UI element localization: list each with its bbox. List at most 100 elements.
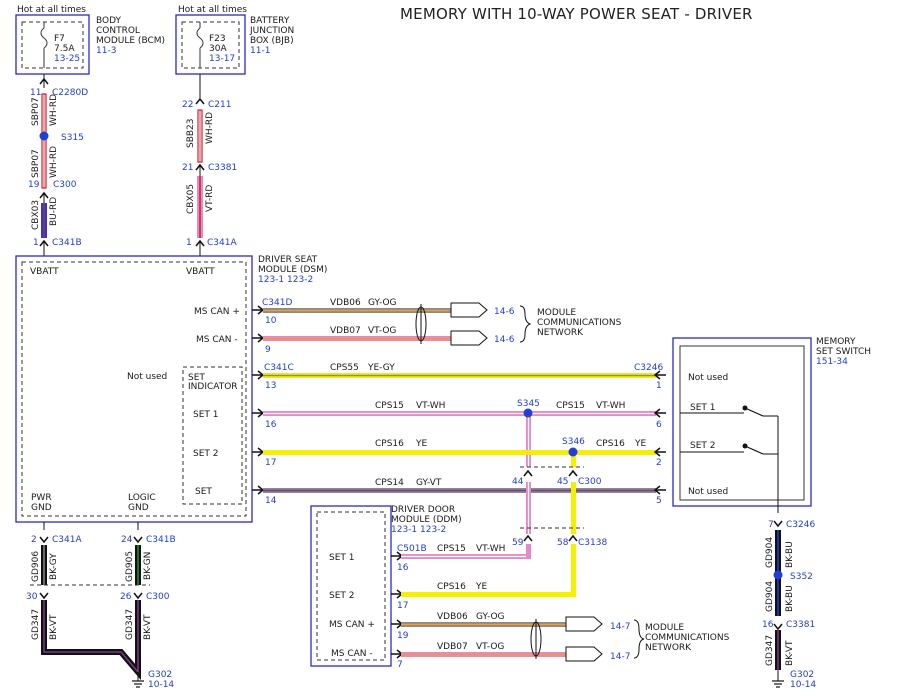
splice-s315 <box>39 131 49 141</box>
svg-text:GY-OG: GY-OG <box>368 298 397 308</box>
svg-text:10: 10 <box>265 316 277 326</box>
svg-text:2: 2 <box>31 535 37 545</box>
svg-text:17: 17 <box>397 601 408 611</box>
svg-text:YE: YE <box>475 582 487 592</box>
svg-text:BK-VT: BK-VT <box>785 640 795 666</box>
svg-text:1: 1 <box>656 381 662 391</box>
svg-text:SBB23: SBB23 <box>186 118 196 148</box>
svg-text:GD347: GD347 <box>31 609 41 640</box>
svg-text:SET 1: SET 1 <box>329 553 354 563</box>
svg-text:SET SWITCH: SET SWITCH <box>816 347 871 357</box>
svg-text:SET 1: SET 1 <box>690 403 715 413</box>
svg-text:VT-WH: VT-WH <box>416 401 445 411</box>
fuse-icon <box>196 27 204 49</box>
svg-text:2: 2 <box>656 458 662 468</box>
svg-text:WH-RD: WH-RD <box>205 112 215 144</box>
svg-text:C501B: C501B <box>397 544 427 554</box>
svg-text:S345: S345 <box>517 399 540 409</box>
svg-text:VDB06: VDB06 <box>437 612 468 622</box>
svg-text:MODULE (BCM): MODULE (BCM) <box>96 36 165 46</box>
svg-text:C300: C300 <box>146 592 170 602</box>
svg-text:21: 21 <box>182 163 193 173</box>
diagram-title: MEMORY WITH 10-WAY POWER SEAT - DRIVER <box>400 5 753 23</box>
svg-text:GD347: GD347 <box>125 609 135 640</box>
svg-text:11-3: 11-3 <box>96 46 116 56</box>
svg-text:CPS15: CPS15 <box>375 401 404 411</box>
svg-text:17: 17 <box>265 458 276 468</box>
svg-text:19: 19 <box>28 180 40 190</box>
svg-text:123-1 123-2: 123-1 123-2 <box>258 275 313 285</box>
svg-text:CPS15: CPS15 <box>556 401 585 411</box>
svg-text:10-14: 10-14 <box>790 680 816 690</box>
svg-text:VBATT: VBATT <box>30 267 59 277</box>
fuse-icon <box>40 27 48 49</box>
svg-text:GY-VT: GY-VT <box>416 478 442 488</box>
svg-text:VT-RD: VT-RD <box>205 185 215 212</box>
svg-text:13-17: 13-17 <box>209 54 235 64</box>
svg-text:BATTERY: BATTERY <box>250 16 290 26</box>
ground-wire-dsm <box>30 522 150 688</box>
svg-text:C2280D: C2280D <box>52 88 88 98</box>
svg-text:PWR: PWR <box>31 493 52 503</box>
svg-text:GD904: GD904 <box>765 537 775 568</box>
svg-text:24: 24 <box>121 535 133 545</box>
svg-text:C341C: C341C <box>264 363 294 373</box>
svg-text:BK-VT: BK-VT <box>143 614 153 640</box>
svg-text:GD905: GD905 <box>125 551 135 582</box>
svg-text:VT-WH: VT-WH <box>596 401 625 411</box>
svg-text:G302: G302 <box>148 670 172 680</box>
svg-text:CPS55: CPS55 <box>330 363 359 373</box>
svg-text:14-7: 14-7 <box>610 652 630 662</box>
svg-text:BOX (BJB): BOX (BJB) <box>250 36 294 46</box>
switch-contacts <box>680 405 779 506</box>
svg-text:F7: F7 <box>54 34 65 44</box>
svg-text:F23: F23 <box>209 34 226 44</box>
twisted-pair-icon <box>530 619 542 659</box>
svg-text:C3246: C3246 <box>786 520 815 530</box>
svg-text:7.5A: 7.5A <box>54 44 75 54</box>
bjb-feed-wire <box>195 74 205 256</box>
svg-text:YE-GY: YE-GY <box>367 363 395 373</box>
svg-text:CBX05: CBX05 <box>186 184 196 214</box>
memory-set-switch-box <box>672 337 812 507</box>
svg-text:14-7: 14-7 <box>610 622 630 632</box>
svg-text:WH-RD: WH-RD <box>49 146 59 178</box>
svg-text:DRIVER SEAT: DRIVER SEAT <box>258 255 318 265</box>
splice-s346 <box>568 447 578 457</box>
svg-text:GD347: GD347 <box>765 635 775 666</box>
svg-text:G302: G302 <box>790 670 814 680</box>
svg-text:NETWORK: NETWORK <box>645 643 692 653</box>
svg-text:VDB07: VDB07 <box>330 326 361 336</box>
svg-text:30: 30 <box>26 592 38 602</box>
svg-text:C3381: C3381 <box>208 163 237 173</box>
svg-text:VT-OG: VT-OG <box>368 326 396 336</box>
svg-text:VT-WH: VT-WH <box>476 544 505 554</box>
svg-text:Not used: Not used <box>127 372 167 382</box>
svg-text:22: 22 <box>182 100 193 110</box>
bjb-fuse-box <box>175 14 246 75</box>
svg-text:CPS14: CPS14 <box>375 478 404 488</box>
svg-text:YE: YE <box>415 439 427 449</box>
svg-text:MODULE (DSM): MODULE (DSM) <box>258 265 327 275</box>
svg-text:YE: YE <box>634 439 646 449</box>
svg-text:MODULE (DDM): MODULE (DDM) <box>391 515 462 525</box>
svg-text:MS CAN +: MS CAN + <box>329 620 375 630</box>
svg-text:10-14: 10-14 <box>148 680 174 690</box>
svg-text:C3138: C3138 <box>578 538 607 548</box>
brace-icon <box>633 619 645 659</box>
svg-text:SET 2: SET 2 <box>329 591 354 601</box>
svg-text:GY-OG: GY-OG <box>476 612 505 622</box>
svg-text:SET 2: SET 2 <box>690 441 715 451</box>
dsm-module-box <box>15 255 253 523</box>
svg-text:123-1 123-2: 123-1 123-2 <box>391 525 446 535</box>
svg-text:45: 45 <box>557 477 568 487</box>
svg-text:9: 9 <box>265 345 271 355</box>
svg-text:SET: SET <box>195 487 212 497</box>
svg-text:7: 7 <box>397 660 403 670</box>
svg-text:BK-GN: BK-GN <box>143 552 153 580</box>
svg-text:58: 58 <box>557 538 569 548</box>
svg-text:SBP07: SBP07 <box>31 97 41 126</box>
svg-text:LOGIC: LOGIC <box>128 493 156 503</box>
svg-text:GND: GND <box>128 503 149 513</box>
